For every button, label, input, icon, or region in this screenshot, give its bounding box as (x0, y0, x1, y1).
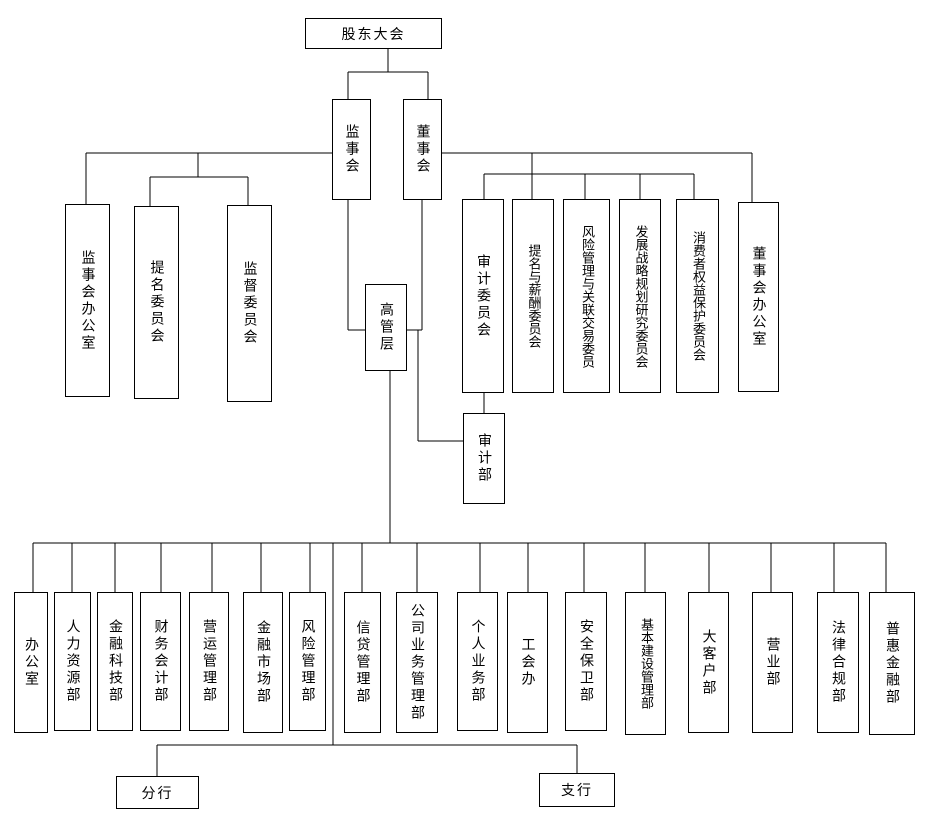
dept-hr: 人力资源部 (54, 592, 91, 731)
dept-financial-markets: 金融市场部 (243, 592, 283, 733)
supervisory-office-box: 监事会办公室 (65, 204, 110, 397)
dept-credit: 信贷管理部 (344, 592, 381, 733)
dept-general-office: 办公室 (14, 592, 48, 733)
board-office-box: 董事会办公室 (738, 202, 779, 392)
strategy-planning-committee-box: 发展战略规划研究委员会 (619, 199, 661, 393)
board-of-directors-box: 董事会 (403, 99, 442, 200)
nomination-compensation-committee-box: 提名与薪酬委员会 (512, 199, 554, 393)
consumer-protection-committee-box: 消费者权益保护委员会 (676, 199, 719, 393)
risk-related-transactions-committee-box: 风险管理与关联交易委员 (563, 199, 610, 393)
audit-dept-box: 审计部 (463, 413, 505, 504)
dept-union-office: 工会办 (507, 592, 548, 733)
dept-construction: 基本建设管理部 (625, 592, 666, 735)
dept-key-accounts: 大客户部 (688, 592, 729, 733)
audit-committee-box: 审计委员会 (462, 199, 504, 393)
dept-legal-compliance: 法律合规部 (817, 592, 859, 733)
dept-finance: 财务会计部 (140, 592, 181, 731)
supervisory-board-box: 监事会 (332, 99, 371, 200)
dept-security: 安全保卫部 (565, 592, 607, 731)
shareholders-meeting-box: 股东大会 (305, 18, 442, 49)
dept-personal-business: 个人业务部 (457, 592, 498, 731)
dept-risk-management: 风险管理部 (289, 592, 326, 731)
dept-business-office: 营业部 (752, 592, 793, 733)
dept-fintech: 金融科技部 (97, 592, 133, 731)
branch-box: 分行 (116, 776, 199, 809)
senior-management-box: 高管层 (365, 284, 407, 371)
supervisory-nomination-committee-box: 提名委员会 (134, 206, 179, 399)
dept-corporate-business: 公司业务管理部 (396, 592, 438, 733)
dept-inclusive-finance: 普惠金融部 (869, 592, 915, 735)
sub-branch-box: 支行 (539, 773, 615, 807)
supervisory-oversight-committee-box: 监督委员会 (227, 205, 272, 402)
dept-operations: 营运管理部 (189, 592, 229, 731)
